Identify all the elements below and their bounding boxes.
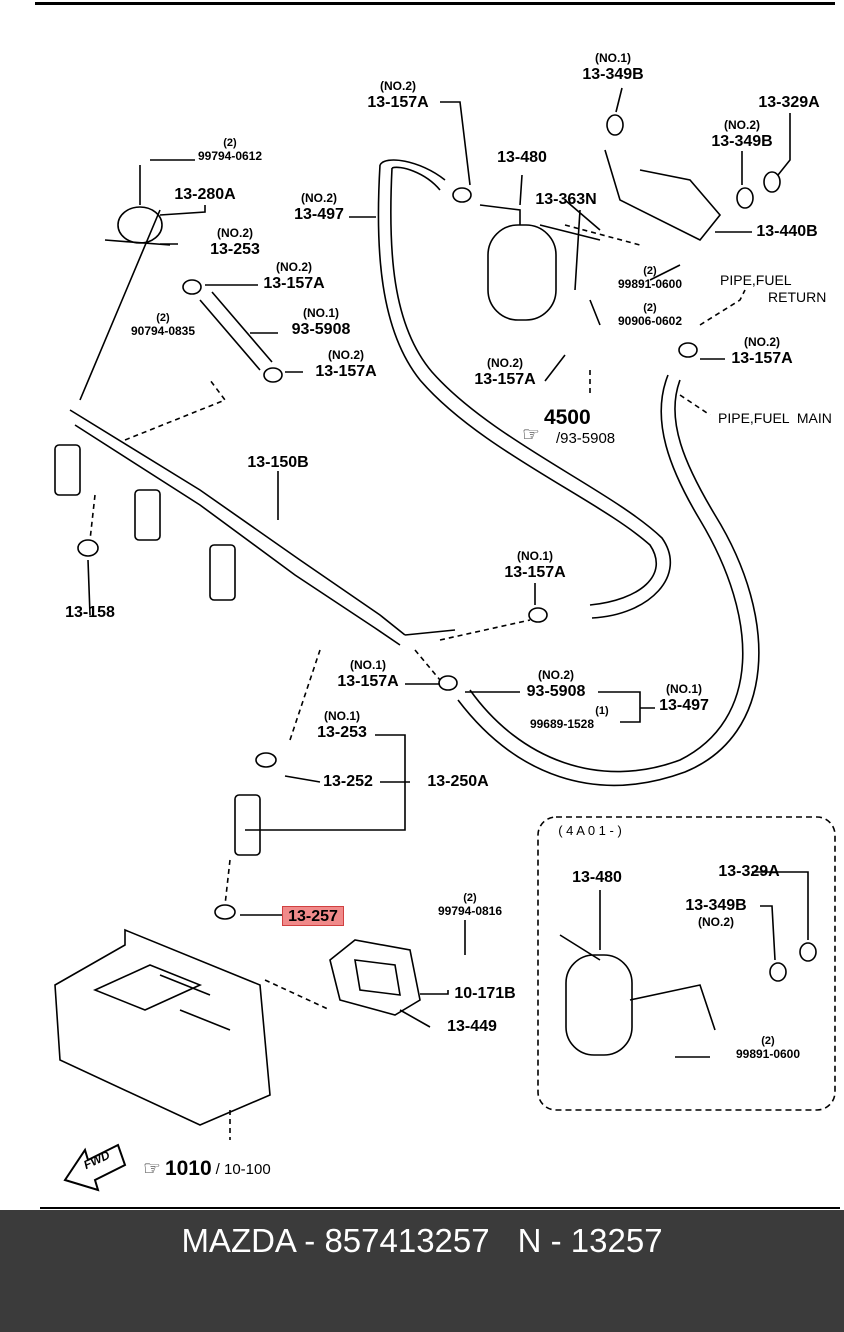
footer-code: N - 13257 <box>517 1222 663 1259</box>
callout-13-150B: 13-150B <box>247 454 309 471</box>
callout-13-480: 13-480 <box>497 149 547 166</box>
callout-99891-0600-inset: (2)99891-0600 <box>735 1035 801 1061</box>
fuel-hose-main <box>377 164 657 606</box>
pointing-hand-icon: ☞ <box>522 424 540 446</box>
pipe-fuel-main-label: PIPE,FUEL MAIN <box>718 410 832 426</box>
fuel-hose-return <box>469 374 744 773</box>
callout-13-157A: (NO.2)13-157A <box>263 260 325 292</box>
injector-13-250A <box>234 794 261 856</box>
footer-caption: MAZDA - 857413257 N - 13257 <box>0 1222 844 1260</box>
highlighted-part-13-257[interactable]: 13-257 <box>282 906 344 926</box>
callout-90906-0602: (2)90906-0602 <box>617 302 683 328</box>
callout-99794-0816: (2)99794-0816 <box>437 892 503 918</box>
callout-13-349B-inset: 13-349B(NO.2) <box>685 897 747 929</box>
reference-1010[interactable]: ☞ 1010/ 10-100 <box>143 1157 271 1180</box>
callout-13-157A: (NO.2)13-157A <box>474 356 536 388</box>
parts-diagram <box>54 87 836 1192</box>
callout-13-250A: 13-250A <box>427 773 489 790</box>
callout-13-329A-inset: 13-329A <box>718 863 780 880</box>
callout-99891-0600: (2)99891-0600 <box>617 265 683 291</box>
callout-13-280A: 13-280A <box>174 186 236 203</box>
reference-4500[interactable]: ☞ 4500/93-5908 <box>522 406 616 447</box>
callout-13-158: 13-158 <box>65 604 115 621</box>
callout-90794-0835: (2)90794-0835 <box>130 312 196 338</box>
cylinder-head <box>54 928 271 1126</box>
fuel-filter-13-480 <box>487 224 557 321</box>
callout-13-497-no2: (NO.2)13-497 <box>294 191 344 223</box>
pointing-hand-icon: ☞ <box>143 1158 161 1180</box>
callout-13-157A: (NO.2)13-157A <box>731 335 793 367</box>
callout-13-157A-no1: (NO.1)13-157A <box>504 549 566 581</box>
callout-13-349B-no2: (NO.2)13-349B <box>711 118 773 150</box>
callout-13-253-no2: (NO.2)13-253 <box>210 226 260 258</box>
callout-99794-0612: (2)99794-0612 <box>197 137 263 163</box>
inset-label: ( 4 A 0 1 - ) <box>558 823 622 838</box>
callout-13-349B-no1: (NO.1)13-349B <box>582 51 644 83</box>
footer-brand: MAZDA - 857413257 <box>181 1222 490 1259</box>
callout-99689-1528: (1)99689-1528 <box>529 705 609 731</box>
callout-13-480-inset: 13-480 <box>572 869 622 886</box>
top-border <box>35 2 835 5</box>
callout-13-252: 13-252 <box>323 773 373 790</box>
callout-13-157A: (NO.2)13-157A <box>315 348 377 380</box>
callout-10-171B: 10-171B <box>454 985 516 1002</box>
bottom-border <box>40 1207 840 1209</box>
callout-13-449: 13-449 <box>447 1018 497 1035</box>
fuel-hose-main-inner <box>389 167 672 619</box>
fuel-hose-return-inner <box>457 379 760 787</box>
callout-13-497-no1: (NO.1)13-497 <box>659 682 709 714</box>
callout-13-157A: (NO.2)13-157A <box>367 79 429 111</box>
callout-13-363N: 13-363N <box>535 191 597 208</box>
footer-bar <box>0 1210 844 1332</box>
callout-13-157A-no1: (NO.1)13-157A <box>337 658 399 690</box>
callout-13-329A: 13-329A <box>758 94 820 111</box>
callout-93-5908-no1: (NO.1)93-5908 <box>291 306 351 338</box>
fuel-rail <box>69 409 406 646</box>
callout-93-5908-no2: (NO.2)93-5908 <box>526 668 586 700</box>
callout-13-440B: 13-440B <box>756 223 818 240</box>
callout-13-253-no1: (NO.1)13-253 <box>317 709 367 741</box>
fwd-arrow-icon <box>63 1143 127 1192</box>
inset-4A01 <box>537 816 836 1111</box>
